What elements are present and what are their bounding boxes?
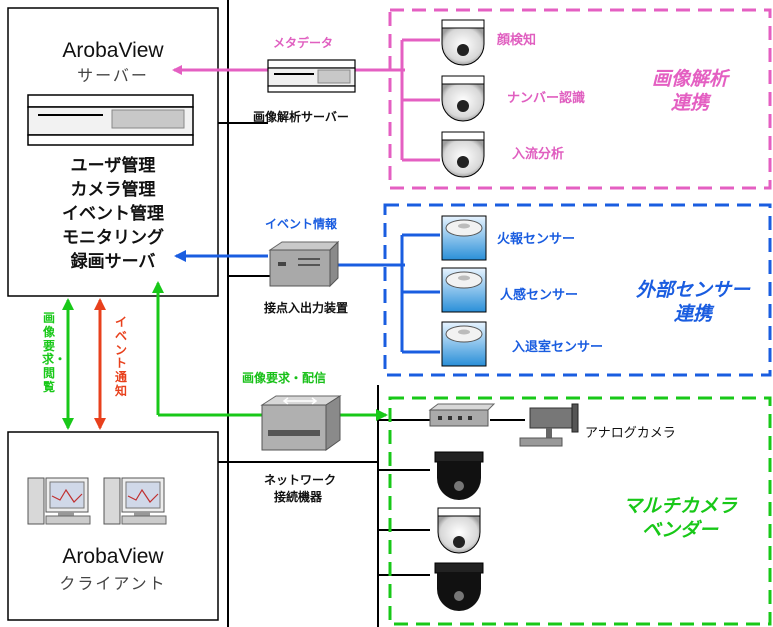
dome-camera-icon: [441, 75, 485, 122]
camera-group-label-line1: マルチカメラ: [622, 495, 737, 517]
analysis-group-box: [388, 8, 772, 190]
motion-sensor-icon: [441, 267, 487, 313]
vertical-image-label: 画像要求・閲覧: [42, 311, 67, 394]
fire-sensor-icon: [441, 215, 487, 261]
client-box: [7, 431, 219, 621]
server-title: ArobaView: [62, 39, 164, 62]
camera-group-box: [388, 396, 772, 626]
analysis-group-label-line2: 連携: [670, 91, 709, 114]
sensor-item-label: 火報センサー: [497, 232, 576, 247]
server-function: 録画サーバ: [70, 252, 156, 272]
analysis-server-device: [267, 59, 356, 93]
black-dome-camera-icon: [434, 451, 484, 500]
sensor-group-label-line1: 外部センサー: [635, 279, 750, 301]
server-function: カメラ管理: [70, 180, 156, 200]
analysis-item-label: 顔検知: [497, 33, 537, 48]
sensor-group-box: [383, 203, 772, 377]
server-function: ユーザ管理: [70, 156, 156, 176]
client-title: ArobaView: [62, 545, 164, 568]
analog-camera-icon: [519, 403, 579, 447]
analysis-group-label-line1: 画像解析: [651, 68, 728, 90]
camera-hub: [428, 403, 496, 427]
sensor-item-label: 人感センサー: [500, 288, 579, 303]
server-function: イベント管理: [62, 204, 164, 224]
network-switch: [260, 395, 342, 451]
io-device-label: 接点入出力装置: [264, 301, 349, 315]
client-subtitle: クライアント: [59, 574, 167, 593]
event-links: [174, 233, 440, 354]
camera-group-label-line2: ベンダー: [641, 518, 718, 541]
analysis-item-label: ナンバー認識: [507, 91, 586, 106]
network-device-label: 接続機器: [274, 490, 323, 504]
image-request-label: 画像要求・配信: [242, 371, 327, 385]
client-pc-icon: [103, 477, 167, 525]
vertical-event-label: イベント通知: [114, 315, 127, 398]
sensor-item-label: 入退室センサー: [512, 340, 604, 355]
analysis-group-label: 画像解析 連携: [620, 68, 760, 116]
camera-group-label: マルチカメラ ベンダー: [600, 495, 760, 543]
server-rack-icon: [27, 94, 194, 146]
dome-camera-icon: [441, 19, 485, 66]
dome-camera-icon: [441, 131, 485, 178]
dome-camera-icon: [437, 507, 481, 554]
event-info-label: イベント情報: [265, 217, 338, 231]
server-subtitle: サーバー: [77, 66, 149, 85]
metadata-label: メタデータ: [273, 36, 334, 50]
network-device-label: ネットワーク: [264, 473, 337, 487]
sensor-group-label: 外部センサー 連携: [612, 279, 773, 327]
sensor-group-label-line2: 連携: [673, 302, 712, 325]
image-request-links: [62, 281, 388, 430]
io-device: [268, 240, 340, 288]
client-pc-icon: [27, 477, 91, 525]
analog-camera-label: アナログカメラ: [585, 426, 676, 441]
analysis-server-label: 画像解析サーバー: [253, 110, 349, 124]
server-function: モニタリング: [62, 228, 164, 248]
entry-sensor-icon: [441, 321, 487, 367]
server-box: [7, 7, 219, 297]
analysis-item-label: 入流分析: [512, 147, 565, 162]
black-dome-camera-icon: [434, 562, 484, 611]
metadata-links: [172, 38, 440, 162]
